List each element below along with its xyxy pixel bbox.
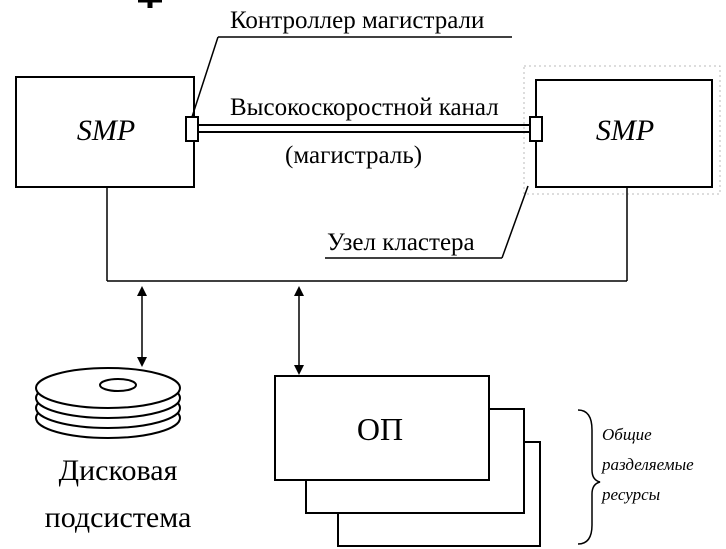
disk-stack-icon bbox=[35, 367, 181, 439]
left-bus-controller bbox=[185, 116, 199, 142]
shared-resources-brace bbox=[577, 409, 601, 545]
channel-label-line1: Высокоскоростной канал bbox=[230, 94, 499, 121]
bus-controller-label: Контроллер магистрали bbox=[230, 7, 484, 34]
right-smp-label: SMP bbox=[596, 114, 654, 147]
disk-label-line1: Дисковая bbox=[59, 454, 178, 487]
right-bus-controller bbox=[529, 116, 543, 142]
right-smp-node-box bbox=[535, 79, 713, 188]
shared-resources-line1: Общие bbox=[602, 425, 652, 444]
cluster-node-leader bbox=[501, 185, 529, 259]
shared-resources-line3: ресурсы bbox=[601, 485, 660, 504]
left-smp-label: SMP bbox=[77, 114, 135, 147]
cluster-node-label: Узел кластера bbox=[327, 229, 475, 256]
disk-label-line2: подсистема bbox=[45, 501, 192, 534]
shared-resources-line2: разделяемые bbox=[601, 455, 694, 474]
left-smp-node-box bbox=[15, 76, 195, 188]
bus-controller-leader bbox=[191, 36, 219, 118]
memory-label: ОП bbox=[357, 411, 403, 447]
cluster-node-outline bbox=[523, 65, 721, 195]
channel-label-line2: (магистраль) bbox=[285, 142, 422, 169]
memory-card-front bbox=[274, 375, 490, 481]
cropped-title-fragment bbox=[138, 0, 162, 8]
